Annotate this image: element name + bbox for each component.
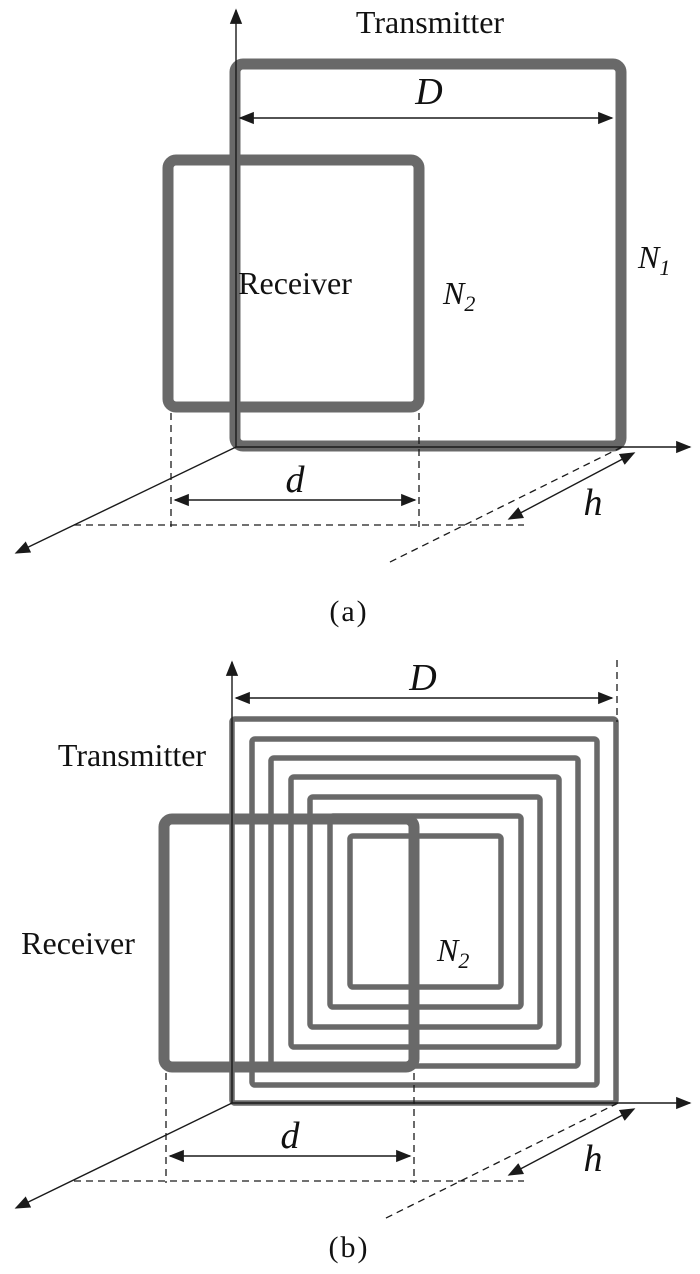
figure-a-coils	[162, 58, 627, 452]
transmitter-coil	[229, 58, 627, 452]
dimension-label-h: h	[584, 1138, 603, 1180]
depth-axis	[14, 446, 237, 554]
transmitter-coil-turn	[268, 755, 581, 1069]
receiver-label: Receiver	[238, 265, 352, 301]
figure-a: Transmitter Receiver D d h N1 N2 (a)	[14, 4, 692, 628]
dimension-line-h	[507, 452, 636, 520]
projection-dashed-depth	[387, 446, 623, 564]
depth-axis	[14, 1102, 233, 1209]
receiver-label: Receiver	[21, 925, 135, 961]
figure-b-labels: Transmitter Receiver D d h N2 (b)	[21, 657, 602, 1264]
transmitter-coil-turn	[288, 774, 562, 1050]
figure-b: Transmitter Receiver D d h N2 (b)	[14, 657, 692, 1264]
dimension-label-D: D	[408, 657, 436, 699]
dimension-label-d: d	[286, 459, 306, 501]
transmitter-label: Transmitter	[356, 4, 505, 40]
transmitter-coil-turn	[307, 794, 543, 1030]
transmitter-coil-turn	[249, 736, 600, 1088]
figure-a-lines	[14, 8, 692, 564]
transmitter-coil-turn	[347, 833, 504, 990]
figure-b-transmitter-coils	[229, 716, 619, 1106]
figure-b-lines	[14, 660, 692, 1220]
transmitter-label: Transmitter	[58, 737, 207, 773]
receiver-coil	[162, 154, 425, 413]
turns-label-N2: N2	[442, 275, 475, 316]
dimension-label-d: d	[281, 1115, 301, 1157]
projection-dashed-depth	[383, 1102, 619, 1220]
receiver-coil	[158, 813, 420, 1073]
dimension-label-D: D	[414, 71, 442, 113]
figure-a-caption: (a)	[329, 595, 368, 628]
turns-label-N1: N1	[637, 239, 670, 280]
transmitter-coil-turn	[327, 813, 524, 1010]
dimension-line-h	[507, 1108, 636, 1176]
figure-a-labels: Transmitter Receiver D d h N1 N2 (a)	[238, 4, 670, 628]
dimension-label-h: h	[584, 482, 603, 524]
turns-label-N2: N2	[436, 932, 469, 973]
figure-b-caption: (b)	[329, 1231, 370, 1264]
